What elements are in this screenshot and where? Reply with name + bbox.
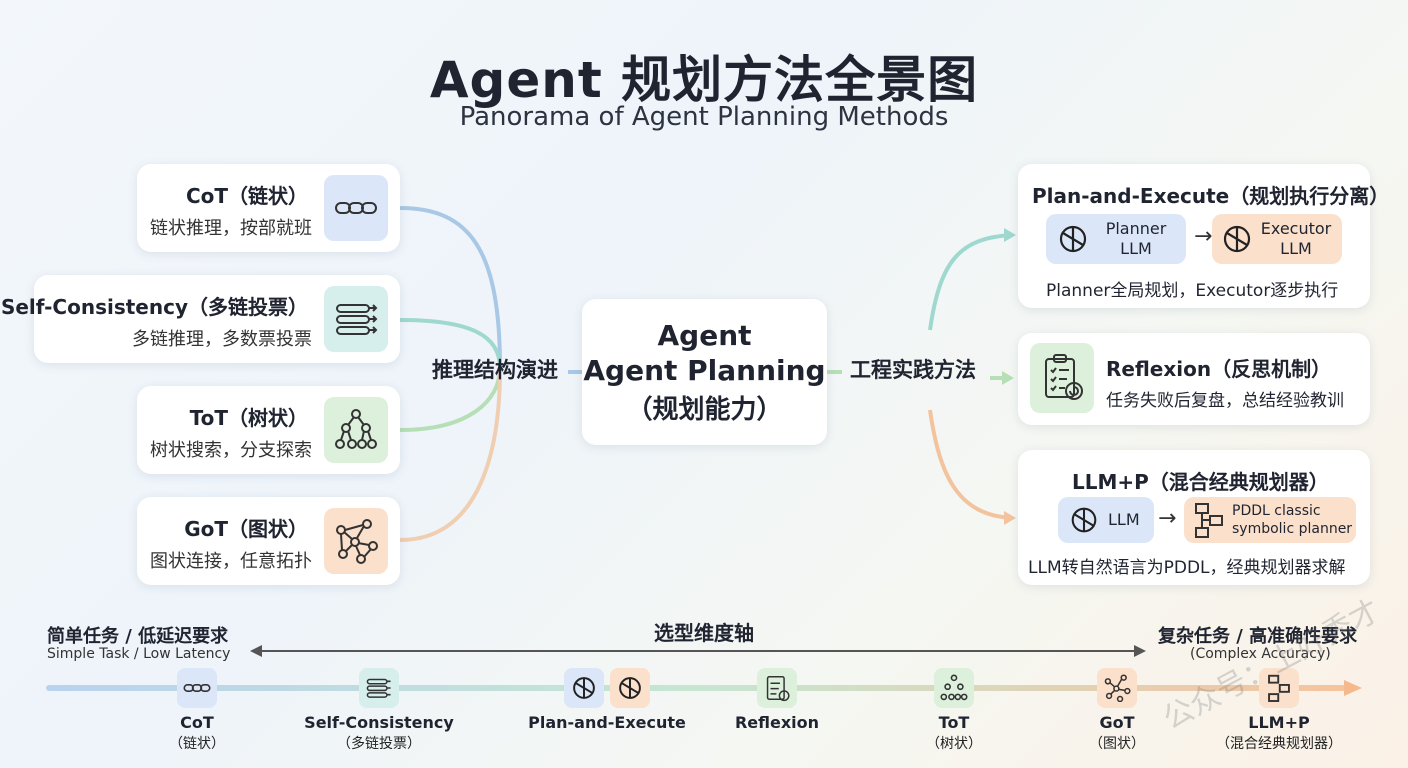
tick-sub: （多链投票） (337, 736, 421, 752)
tick-tot-icon (934, 668, 974, 708)
card-desc: Planner全局规划，Executor逐步执行 (1046, 281, 1339, 301)
card-desc: 树状搜索，分支探索 (150, 440, 312, 461)
left-branch-label: 推理结构演进 (432, 358, 558, 382)
llm-logo-icon (1071, 507, 1097, 533)
llm-pill: LLM (1058, 497, 1154, 543)
page-title: Agent 规划方法全景图 (429, 51, 979, 109)
axis-right-en: (Complex Accuracy) (1190, 646, 1331, 662)
center-agent-card: Agent Agent Planning （规划能力） (582, 299, 827, 445)
tick-name: Self-Consistency (304, 713, 454, 732)
flow-arrow: → (1158, 506, 1177, 531)
pddl-planner-pill: PDDL classic symbolic planner (1184, 497, 1356, 543)
card-desc: LLM转自然语言为PDDL，经典规划器求解 (1028, 558, 1346, 578)
card-title: Plan-and-Execute（规划执行分离） (1032, 184, 1390, 208)
tick-executor-icon (610, 668, 650, 708)
executor-label: Executor LLM (1260, 219, 1332, 258)
chain-icon (324, 175, 388, 241)
tick-name: GoT (1099, 713, 1135, 732)
tick-got-icon (1097, 668, 1137, 708)
tick-name: Reflexion (734, 713, 820, 732)
axis-title: 选型维度轴 (654, 621, 754, 645)
plan-execute-card: Plan-and-Execute（规划执行分离） Planner LLM → E… (1018, 164, 1389, 308)
card-title: LLM+P（混合经典规划器） (1072, 470, 1329, 494)
tick-sub: （图状） (1089, 736, 1145, 752)
tick-name: LLM+P (1248, 713, 1310, 732)
got-card: GoT（图状） 图状连接，任意拓扑 (137, 497, 400, 585)
card-title: ToT（树状） (189, 406, 308, 430)
card-title: GoT（图状） (184, 517, 308, 541)
axis-right-cn: 复杂任务 / 高准确性要求 (1158, 626, 1358, 647)
cot-card: CoT（链状） 链状推理，按部就班 (137, 164, 400, 252)
right-branch-label: 工程实践方法 (850, 358, 976, 382)
axis-left-en: Simple Task / Low Latency (47, 646, 231, 662)
tot-card: ToT（树状） 树状搜索，分支探索 (137, 386, 400, 474)
flow-arrow: → (1194, 224, 1213, 249)
clipboard-icon (1030, 343, 1094, 413)
card-title: Self-Consistency（多链投票） (0, 295, 308, 319)
card-title: Reflexion（反思机制） (1106, 357, 1332, 381)
axis-left-cn: 简单任务 / 低延迟要求 (47, 626, 229, 647)
center-line3: （规划能力） (626, 395, 783, 425)
tick-sub: （链状） (169, 736, 225, 752)
tick-llmp-icon (1259, 668, 1299, 708)
card-desc: 任务失败后复盘，总结经验教训 (1106, 391, 1344, 411)
planner-label: Planner LLM (1105, 219, 1167, 258)
llm-logo-icon (1223, 225, 1251, 253)
llmp-card: LLM+P（混合经典规划器） LLM → PDDL classic symbol… (1018, 450, 1370, 585)
tick-reflexion-icon (757, 668, 797, 708)
center-line1: Agent (657, 319, 752, 352)
card-desc: 多链推理，多数票投票 (132, 329, 312, 350)
tick-self-consistency-icon (359, 668, 399, 708)
planner-llm-pill: Planner LLM (1046, 214, 1186, 264)
page-subtitle: Panorama of Agent Planning Methods (459, 102, 949, 132)
tick-sub: （混合经典规划器） (1216, 736, 1342, 752)
tick-cot-icon (177, 668, 217, 708)
tick-sub: （树状） (926, 736, 982, 752)
center-line2: Agent Planning (583, 354, 826, 387)
executor-llm-pill: Executor LLM (1212, 214, 1342, 264)
tick-name: ToT (938, 713, 970, 732)
card-desc: 链状推理，按部就班 (150, 218, 312, 239)
flowchart-icon (1195, 503, 1223, 538)
llm-label: LLM (1108, 510, 1140, 529)
tick-planner-icon (564, 668, 604, 708)
tree-icon (324, 397, 388, 463)
tick-name: Plan-and-Execute (528, 713, 686, 732)
card-desc: 图状连接，任意拓扑 (150, 551, 312, 572)
reflexion-card: Reflexion（反思机制） 任务失败后复盘，总结经验教训 (1018, 333, 1370, 425)
pddl-label: PDDL classic symbolic planner (1232, 503, 1353, 537)
tick-name: CoT (180, 713, 214, 732)
multi-chain-icon (324, 286, 388, 352)
llm-logo-icon (1059, 225, 1087, 253)
card-title: CoT（链状） (185, 184, 308, 208)
self-consistency-card: Self-Consistency（多链投票） 多链推理，多数票投票 (1, 275, 400, 363)
graph-icon (324, 508, 388, 574)
